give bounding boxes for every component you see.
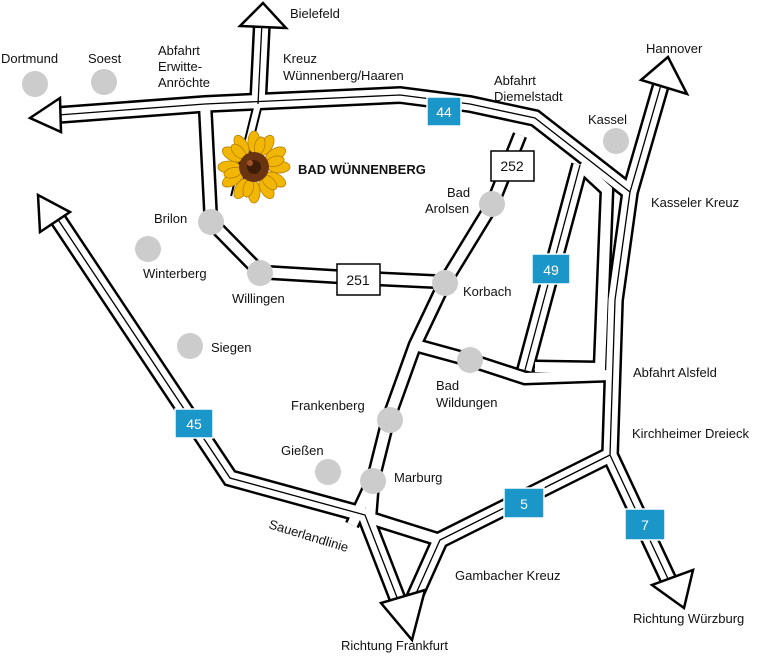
label-hannover: Hannover <box>646 41 703 56</box>
label-brilon: Brilon <box>154 211 187 226</box>
city-dots <box>22 69 629 494</box>
label-frankenberg: Frankenberg <box>291 398 365 413</box>
label-korbach: Korbach <box>463 284 511 299</box>
dot-soest <box>91 69 117 95</box>
box-b252-label: 252 <box>500 158 524 174</box>
b251-fill <box>207 218 446 287</box>
arrow-bielefeld-icon <box>237 1 289 30</box>
label-richtung-wuerzburg: Richtung Würzburg <box>633 611 744 626</box>
shield-a7-box <box>624 508 666 541</box>
arrow-heads <box>27 1 695 643</box>
label-bad-wildungen-2: Wildungen <box>436 395 497 410</box>
federal-road-boxes: 252 251 <box>336 150 535 296</box>
box-b251: 251 <box>336 263 381 296</box>
dot-bad-wildungen <box>457 347 483 373</box>
label-bad-arolsen-2: Arolsen <box>425 201 469 216</box>
a45-divider <box>54 214 406 619</box>
shield-a5: 5 <box>503 487 545 519</box>
shield-a49-box <box>531 253 571 285</box>
b480-fill <box>200 103 216 223</box>
arrow-sauerland-icon <box>36 192 73 235</box>
label-kasseler-kreuz: Kasseler Kreuz <box>651 195 739 210</box>
label-abfahrt-erwitte-2: Erwitte- <box>158 59 202 74</box>
dot-korbach <box>432 270 458 296</box>
sunflower-highlight <box>247 160 253 166</box>
label-willingen: Willingen <box>232 291 285 306</box>
shield-a5-box <box>503 487 545 519</box>
label-abfahrt-diemelstadt-2: Diemelstadt <box>494 89 563 104</box>
labels: Bielefeld Dortmund Soest Abfahrt Erwitte… <box>1 6 750 653</box>
label-winterberg: Winterberg <box>143 266 207 281</box>
dot-winterberg <box>135 236 161 262</box>
label-abfahrt-erwitte-3: Anröchte <box>158 75 210 90</box>
shield-a44-label: 44 <box>436 104 452 120</box>
label-kirchheimer-dreieck: Kirchheimer Dreieck <box>632 426 750 441</box>
label-bielefeld: Bielefeld <box>290 6 340 21</box>
arrow-wuerzburg-icon <box>649 568 695 611</box>
shield-a7: 7 <box>624 508 666 541</box>
label-bad-arolsen-1: Bad <box>447 185 470 200</box>
arrow-hannover-icon <box>638 55 690 97</box>
label-marburg: Marburg <box>394 470 442 485</box>
dot-willingen <box>247 260 273 286</box>
label-bad-wildungen-1: Bad <box>436 378 459 393</box>
arrow-frankfurt-icon <box>378 588 427 643</box>
shield-a49: 49 <box>531 253 571 285</box>
box-b251-label: 251 <box>346 272 370 288</box>
autobahn-shields: 44 49 45 5 7 <box>174 96 666 541</box>
label-kreuz-2: Wünnenberg/Haaren <box>283 68 404 83</box>
dot-marburg <box>360 468 386 494</box>
shield-a49-label: 49 <box>543 262 559 278</box>
a7-fill <box>603 76 676 586</box>
label-giessen: Gießen <box>281 443 324 458</box>
label-abfahrt-diemelstadt-1: Abfahrt <box>494 73 536 88</box>
label-soest: Soest <box>88 51 122 66</box>
dot-bad-arolsen <box>479 191 505 217</box>
label-richtung-frankfurt: Richtung Frankfurt <box>341 638 448 653</box>
shield-a45: 45 <box>174 408 214 439</box>
dot-kassel <box>603 128 629 154</box>
shield-a7-label: 7 <box>641 517 649 533</box>
a44-fill <box>57 88 634 198</box>
label-siegen: Siegen <box>211 340 251 355</box>
a7-divider <box>609 77 671 584</box>
label-bad-wuennenberg: BAD WÜNNENBERG <box>298 162 426 177</box>
dot-dortmund <box>22 71 48 97</box>
label-sauerlandlinie: Sauerlandlinie <box>267 517 350 555</box>
label-abfahrt-erwitte-1: Abfahrt <box>158 43 200 58</box>
shield-a5-label: 5 <box>520 496 528 512</box>
label-gambacher-kreuz: Gambacher Kreuz <box>455 568 561 583</box>
sunflower-icon <box>217 130 291 204</box>
wildungen-road-fill <box>413 340 611 384</box>
shield-a44-box <box>426 96 462 127</box>
label-dortmund: Dortmund <box>1 51 58 66</box>
kassel-south-fill <box>534 161 613 374</box>
a33-divider <box>257 21 263 105</box>
dot-siegen <box>177 333 203 359</box>
box-b252: 252 <box>490 150 535 182</box>
label-kassel: Kassel <box>588 112 627 127</box>
arrow-dortmund-icon <box>27 95 63 134</box>
shield-a45-box <box>174 408 214 439</box>
box-b252-frame <box>490 150 535 182</box>
label-abfahrt-alsfeld: Abfahrt Alsfeld <box>633 365 717 380</box>
dot-giessen <box>315 459 341 485</box>
label-kreuz-1: Kreuz <box>283 51 317 66</box>
dot-frankenberg <box>377 407 403 433</box>
a5-divider <box>404 454 611 619</box>
dot-brilon <box>198 209 224 235</box>
shield-a45-label: 45 <box>186 416 202 432</box>
box-b251-frame <box>336 263 381 296</box>
shield-a44: 44 <box>426 96 462 127</box>
